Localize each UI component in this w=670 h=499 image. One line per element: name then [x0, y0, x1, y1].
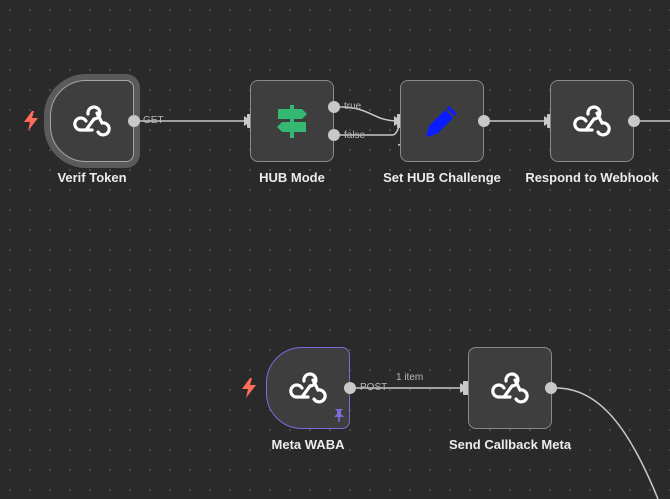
node-label-hub-mode: HUB Mode — [259, 170, 325, 185]
node-label-respond-to-webhook: Respond to Webhook — [525, 170, 659, 185]
node-respond-to-webhook[interactable] — [550, 80, 634, 162]
output-handle-false[interactable] — [328, 129, 340, 141]
node-label-meta-waba: Meta WABA — [271, 437, 345, 452]
edge-label-post: POST — [360, 382, 388, 393]
trigger-bolt-icon — [24, 111, 38, 131]
output-handle[interactable] — [628, 115, 640, 127]
webhook-icon — [73, 105, 111, 137]
output-handle-true[interactable] — [328, 101, 340, 113]
node-hub-mode[interactable] — [250, 80, 334, 162]
webhook-icon — [289, 372, 327, 404]
connection-send-out[interactable] — [555, 387, 659, 499]
edge-label-false: false — [344, 130, 366, 141]
webhook-icon — [491, 372, 529, 404]
node-send-callback-meta[interactable] — [468, 347, 552, 429]
node-meta-waba[interactable] — [266, 347, 350, 429]
connection-true-to-challenge[interactable] — [339, 106, 397, 122]
output-handle[interactable] — [545, 382, 557, 394]
node-verif-token[interactable] — [50, 80, 134, 162]
webhook-icon — [573, 105, 611, 137]
pencil-icon — [426, 106, 457, 137]
pin-icon — [334, 409, 344, 422]
output-handle[interactable] — [344, 382, 356, 394]
output-handle[interactable] — [128, 115, 140, 127]
node-set-hub-challenge[interactable] — [400, 80, 484, 162]
edge-label-true: true — [344, 101, 362, 112]
node-label-verif-token: Verif Token — [57, 170, 127, 185]
node-label-set-hub-challenge: Set HUB Challenge — [383, 170, 501, 185]
trigger-bolt-icon — [242, 378, 256, 398]
signpost-icon — [277, 105, 307, 138]
input-handle[interactable] — [463, 381, 469, 395]
edge-item-count: 1 item — [396, 372, 424, 383]
output-handle[interactable] — [478, 115, 490, 127]
edge-label-get: GET — [143, 115, 164, 126]
node-label-send-callback-meta: Send Callback Meta — [448, 437, 572, 452]
